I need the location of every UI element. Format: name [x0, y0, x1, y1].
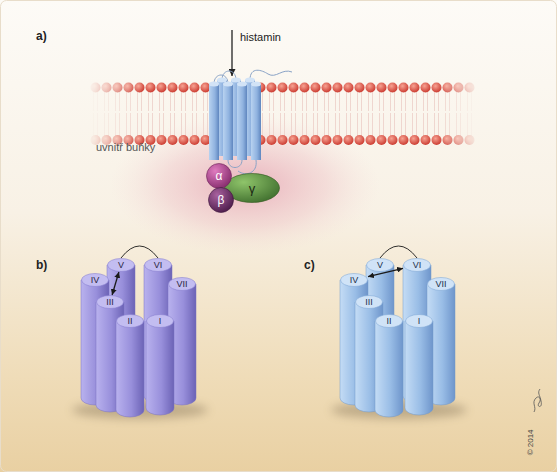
helix-top: IV	[81, 273, 109, 287]
node-label: V	[377, 261, 383, 270]
helix-body	[375, 321, 403, 417]
n-terminus	[250, 70, 292, 80]
ligand-arrow	[231, 30, 232, 76]
helix-cap	[251, 82, 261, 87]
lipid-bilayer	[90, 82, 475, 146]
panel-label: b)	[36, 259, 47, 272]
node-shape	[376, 315, 403, 328]
intracellular-loop	[228, 160, 242, 168]
helix-body	[405, 321, 433, 415]
node-shape	[367, 259, 394, 272]
panel-label: a)	[36, 30, 47, 43]
node-shape	[356, 296, 383, 309]
helix-top: VII	[168, 277, 196, 291]
helix-top: V	[366, 258, 394, 272]
g-beta-subunit: β	[208, 187, 234, 213]
panel-label: c)	[304, 259, 315, 272]
node-label: I	[418, 317, 421, 326]
node-label: III	[365, 298, 373, 307]
loop-connector	[121, 246, 158, 258]
helix-top: VI	[403, 258, 431, 272]
helix-body	[146, 321, 174, 415]
helix-cap	[231, 78, 241, 83]
helix-top: III	[96, 295, 124, 309]
g-alpha-subunit: α	[206, 163, 232, 189]
region-label: uvnitř buňky	[96, 141, 155, 153]
loop-connector	[380, 246, 417, 258]
helix-top: II	[375, 314, 403, 328]
ligand-label: histamin	[240, 31, 281, 43]
helix-bundle	[81, 265, 196, 417]
node-shape	[147, 315, 174, 328]
node-shape	[82, 274, 109, 287]
node-label: VI	[154, 261, 163, 270]
artist-signature	[534, 389, 541, 412]
helix-body	[237, 84, 247, 160]
node-shape	[117, 315, 144, 328]
node-label: β	[218, 194, 225, 206]
outer-leaflet	[90, 82, 475, 112]
node-label: II	[127, 317, 132, 326]
helix-top: I	[405, 314, 433, 328]
helix-top: V	[107, 258, 135, 272]
helix-cap	[237, 82, 247, 87]
helix-top: III	[355, 295, 383, 309]
helix-cap	[223, 82, 233, 87]
node-label: VII	[176, 280, 187, 289]
helix	[209, 78, 261, 161]
node-shape	[97, 296, 124, 309]
helix-top: II	[116, 314, 144, 328]
node-shape	[341, 274, 368, 287]
helix-body	[251, 84, 261, 160]
node-shape	[108, 259, 135, 272]
helix-top: VII	[427, 277, 455, 291]
inner-leaflet	[90, 112, 475, 146]
node-shape	[207, 164, 232, 189]
helix-body	[116, 321, 144, 417]
node-shape	[406, 315, 433, 328]
helix-top: VI	[144, 258, 172, 272]
helix-body	[223, 84, 233, 160]
node-label: I	[159, 317, 162, 326]
helix-cap	[209, 82, 219, 87]
movement-arrow	[112, 272, 119, 295]
intracellular-loop	[238, 160, 256, 174]
helix-bundle	[340, 265, 455, 417]
node-label: γ	[249, 182, 256, 195]
node-shape	[169, 278, 196, 291]
node-shape	[209, 188, 234, 213]
node-shape	[145, 259, 172, 272]
node-label: IV	[350, 276, 359, 285]
node-label: IV	[91, 276, 100, 285]
node-shape	[404, 259, 431, 272]
node-label: α	[216, 170, 223, 182]
node-label: II	[386, 317, 391, 326]
node-label: V	[118, 261, 124, 270]
helix-top: I	[146, 314, 174, 328]
helix-top: IV	[340, 273, 368, 287]
node-shape	[428, 278, 455, 291]
helix-cap	[245, 78, 255, 83]
node-label: VII	[435, 280, 446, 289]
node-label: VI	[413, 261, 422, 270]
copyright-note: © 2014	[527, 429, 536, 455]
node-label: III	[106, 298, 114, 307]
node-shape	[225, 174, 280, 203]
helix-cap	[217, 78, 227, 83]
helix-body	[209, 84, 219, 160]
receptor	[209, 70, 292, 173]
